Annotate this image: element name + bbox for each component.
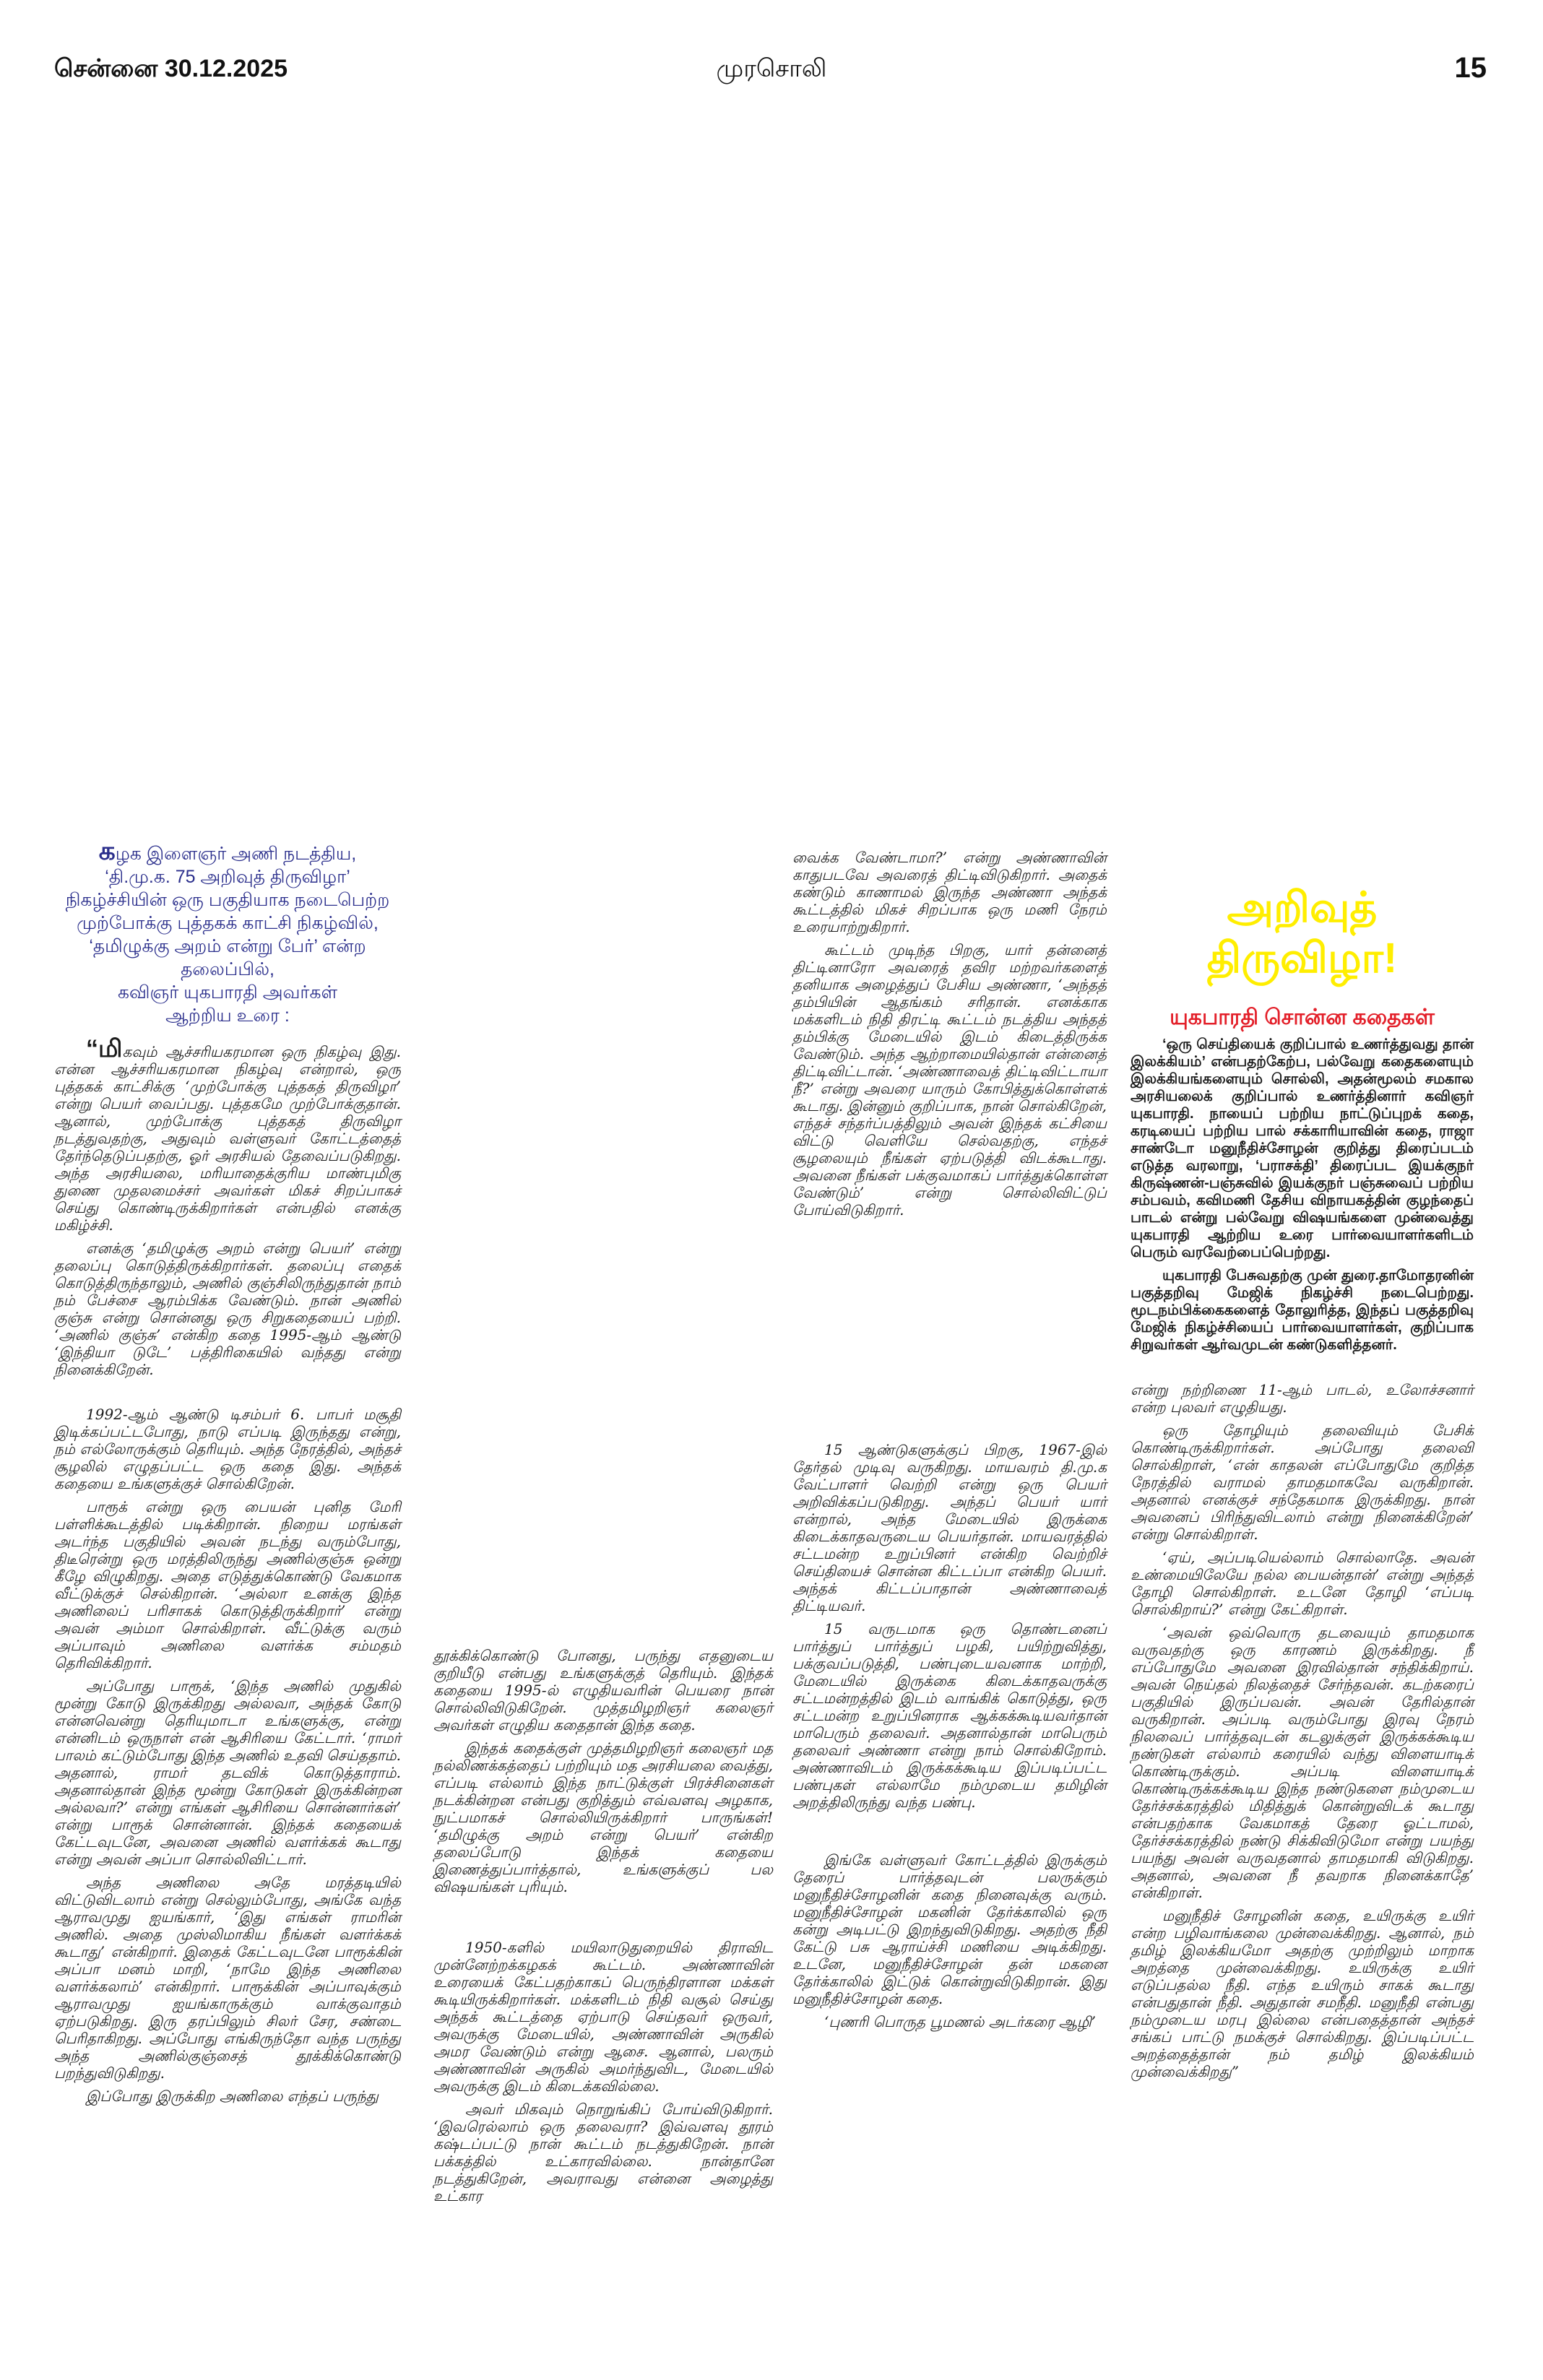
paragraph: “மிகவும் ஆச்சரியகரமான ஒரு நிகழ்வு இது. எ… bbox=[54, 1037, 401, 1234]
intro-line: ஆற்றிய உரை : bbox=[165, 1005, 290, 1026]
paragraph: இந்தக் கதைக்குள் முத்தமிழறிஞர் கலைஞர் மத… bbox=[433, 1739, 773, 1895]
paragraph: ஒரு தோழியும் தலைவியும் பேசிக் கொண்டிருக்… bbox=[1131, 1421, 1474, 1543]
paragraph: ‘ஏய், அப்படியெல்லாம் சொல்லாதே. அவன் உண்ம… bbox=[1131, 1549, 1474, 1618]
paragraph: அந்த அணிலை அதே மரத்தடியில் விட்டுவிடலாம்… bbox=[54, 1874, 401, 2082]
sidebar-body: ‘ஒரு செய்தியைக் குறிப்பால் உணர்த்துவது த… bbox=[1131, 1036, 1474, 1354]
page-number: 15 bbox=[1454, 52, 1487, 84]
column-3-top: வைக்க வேண்டாமா?’ என்று அண்ணாவின் காதுபடவ… bbox=[792, 849, 1107, 1219]
intro-line: நிகழ்ச்சியின் ஒரு பகுதியாக நடைபெற்ற bbox=[65, 890, 390, 910]
paragraph: ‘அவன் ஒவ்வொரு தடவையும் தாமதமாக வருவதற்கு… bbox=[1131, 1624, 1474, 1901]
paragraph: பாரூக் என்று ஒரு பையன் புனித மேரி பள்ளிக… bbox=[54, 1498, 401, 1671]
intro-line: கழக இளைஞர் அணி நடத்திய, bbox=[54, 836, 401, 865]
section-gap bbox=[1131, 1359, 1474, 1381]
paragraph: அவர் மிகவும் நொறுங்கிப் போய்விடுகிறார். … bbox=[433, 2100, 773, 2204]
paragraph: தூக்கிக்கொண்டு போனது, பருந்து எதனுடைய கு… bbox=[433, 1647, 773, 1734]
column-2: தூக்கிக்கொண்டு போனது, பருந்து எதனுடைய கு… bbox=[433, 1647, 773, 2210]
paragraph: வைக்க வேண்டாமா?’ என்று அண்ணாவின் காதுபடவ… bbox=[792, 849, 1107, 935]
paragraph: என்று நற்றிணை 11-ஆம் பாடல், உலோச்சனார் எ… bbox=[1131, 1381, 1474, 1416]
column-4: அறிவுத் திருவிழா! யுகபாரதி சொன்ன கதைகள் … bbox=[1131, 883, 1474, 2086]
paragraph: எனக்கு ‘தமிழுக்கு அறம் என்று பெயர்’ என்ற… bbox=[54, 1239, 401, 1378]
paragraph: ‘ஒரு செய்தியைக் குறிப்பால் உணர்த்துவது த… bbox=[1131, 1037, 1474, 1260]
column-1-bottom: 1992-ஆம் ஆண்டு டிசம்பர் 6. பாபர் மசூதி இ… bbox=[54, 1406, 401, 2105]
column-1: கழக இளைஞர் அணி நடத்திய, ‘தி.மு.க. 75 அறி… bbox=[54, 836, 401, 2111]
paragraph: 15 வருடமாக ஒரு தொண்டனைப் பார்த்துப் பார்… bbox=[792, 1620, 1107, 1811]
paragraph: ‘புணரி பொருத பூமணல் அடர்கரை ஆழி’ bbox=[824, 2013, 1097, 2030]
paragraph: 1950-களில் மயிலாடுதுறையில் திராவிட முன்ன… bbox=[433, 1939, 773, 2095]
section-gap bbox=[792, 1224, 1107, 1441]
paragraph: கூட்டம் முடிந்த பிறகு, யார் தன்னைத் திட்… bbox=[792, 941, 1107, 1219]
paragraph: மனுநீதிச் சோழனின் கதை, உயிருக்கு உயிர் எ… bbox=[1131, 1907, 1474, 2080]
intro-line-text: ழக இளைஞர் அணி நடத்திய, bbox=[115, 844, 357, 864]
paragraph: யுகபாரதி பேசுவதற்கு முன் துரை.தாமோதரனின்… bbox=[1131, 1268, 1474, 1353]
paragraph: இங்கே வள்ளுவர் கோட்டத்தில் இருக்கும் தேர… bbox=[792, 1851, 1107, 2007]
article-intro: கழக இளைஞர் அணி நடத்திய, ‘தி.மு.க. 75 அறி… bbox=[54, 836, 401, 1027]
column-1-top: “மிகவும் ஆச்சரியகரமான ஒரு நிகழ்வு இது. எ… bbox=[54, 1037, 401, 1378]
intro-line: முற்போக்கு புத்தகக் காட்சி நிகழ்வில், bbox=[77, 913, 379, 933]
newspaper-name: முரசொலி bbox=[716, 55, 827, 82]
intro-drop-letter: க bbox=[98, 836, 116, 865]
issue-date: சென்னை 30.12.2025 bbox=[54, 55, 288, 82]
sidebar-headline: அறிவுத் திருவிழா! bbox=[1206, 884, 1398, 982]
intro-line: கவிஞர் யுகபாரதி அவர்கள் bbox=[117, 982, 338, 1003]
intro-line: ‘தமிழுக்கு அறம் என்று பேர்’ என்ற தலைப்பி… bbox=[89, 936, 366, 979]
paragraph: அப்போது பாரூக், ‘இந்த அணில் முதுகில் மூன… bbox=[54, 1677, 401, 1868]
paragraph: 15 ஆண்டுகளுக்குப் பிறகு, 1967-இல் தேர்தல… bbox=[792, 1441, 1107, 1614]
intro-line: ‘தி.மு.க. 75 அறிவுத் திருவிழா’ bbox=[105, 867, 350, 887]
drop-cap: “மி bbox=[86, 1035, 123, 1063]
paragraph-text: கவும் ஆச்சரியகரமான ஒரு நிகழ்வு இது. என்ன… bbox=[54, 1043, 401, 1234]
column-4-bottom: என்று நற்றிணை 11-ஆம் பாடல், உலோச்சனார் எ… bbox=[1131, 1381, 1474, 2080]
paragraph: 1992-ஆம் ஆண்டு டிசம்பர் 6. பாபர் மசூதி இ… bbox=[54, 1406, 401, 1492]
section-gap bbox=[54, 1384, 401, 1406]
column-3: வைக்க வேண்டாமா?’ என்று அண்ணாவின் காதுபடவ… bbox=[792, 849, 1107, 2036]
paragraph: இப்போது இருக்கிற அணிலை எந்தப் பருந்து bbox=[86, 2087, 379, 2105]
column-3-bottom: 15 ஆண்டுகளுக்குப் பிறகு, 1967-இல் தேர்தல… bbox=[792, 1441, 1107, 2030]
sidebar-subhead: யுகபாரதி சொன்ன கதைகள் bbox=[1170, 1005, 1435, 1029]
